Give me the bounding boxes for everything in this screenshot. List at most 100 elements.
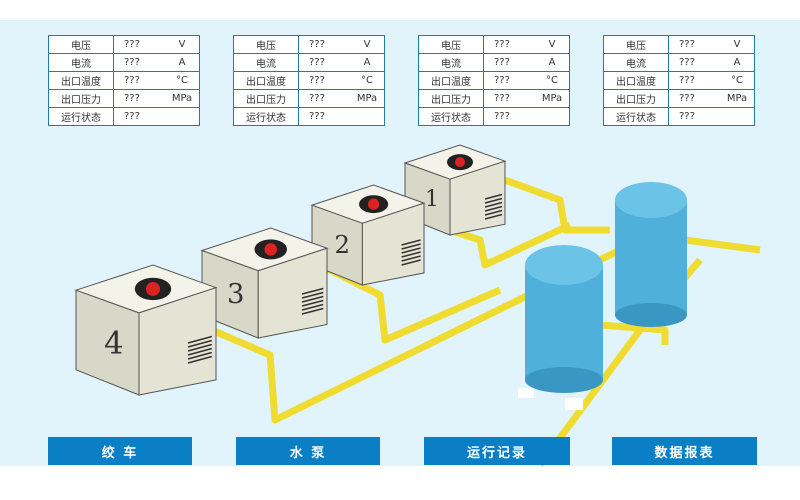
table-row: 出口温度??? °C [48,71,200,90]
compressor-1: 1 [403,144,507,236]
param-label: 出口温度 [233,71,299,90]
machine-2-status-table: 电压??? V 电流??? A 出口温度??? °C 出口压力??? MPa 运行状态??? [233,35,385,126]
param-unit: MPa [541,93,563,104]
param-value-cell: ??? [668,107,755,126]
table-row: 运行状态??? [603,107,755,126]
param-label: 出口压力 [418,89,484,108]
param-unit: °C [361,75,373,86]
compressor-3: 3 [200,227,329,339]
tank-2 [615,182,687,327]
param-label: 出口压力 [48,89,114,108]
table-row: 出口压力??? MPa [418,89,570,108]
param-label: 电流 [603,53,669,72]
param-value-cell: ???°C [483,71,570,90]
param-label: 运行状态 [418,107,484,126]
table-row: 出口压力??? MPa [233,89,385,108]
water-pump-button[interactable]: 水 泵 [236,437,380,465]
param-value: ??? [679,93,695,104]
param-value: ??? [309,93,325,104]
table-row: 出口温度???°C [418,71,570,90]
tank-1 [518,245,603,410]
machine-4-status-table: 电压??? V 电流??? A 出口温度??? °C 出口压力??? MPa 运行状态??? [603,35,755,126]
table-row: 运行状态??? [418,107,570,126]
table-row: 运行状态??? [48,107,200,126]
param-unit: °C [546,75,558,86]
table-row: 电流??? A [603,53,755,72]
param-label: 出口温度 [603,71,669,90]
param-label: 电压 [48,35,114,54]
param-unit: °C [176,75,188,86]
param-unit: V [363,39,371,50]
param-label: 运行状态 [233,107,299,126]
param-unit: V [733,39,741,50]
param-unit: A [548,57,556,68]
machine-number: 1 [425,187,439,212]
table-row: 出口压力??? MPa [48,89,200,108]
param-label: 电流 [48,53,114,72]
param-value: ??? [494,39,510,50]
table-row: 电流???A [48,53,200,72]
param-unit: °C [731,75,743,86]
param-value: ??? [309,111,325,122]
param-label: 出口温度 [418,71,484,90]
param-label: 出口压力 [233,89,299,108]
param-value-cell: ??? A [668,53,755,72]
param-value-cell: ??? MPa [668,89,755,108]
param-value: ??? [124,75,140,86]
param-value: ??? [124,39,140,50]
param-label: 电压 [233,35,299,54]
data-report-button[interactable]: 数据报表 [612,437,757,465]
compressor-2: 2 [310,184,426,286]
winch-button[interactable]: 绞 车 [48,437,192,465]
table-row: 出口温度??? °C [233,71,385,90]
param-value: ??? [309,75,325,86]
param-label: 出口温度 [48,71,114,90]
param-value-cell: ??? [483,107,570,126]
param-value: ??? [309,57,325,68]
param-value-cell: ??? V [668,35,755,54]
param-label: 出口压力 [603,89,669,108]
param-unit: MPa [356,93,378,104]
param-value: ??? [124,93,140,104]
param-value: ??? [679,57,695,68]
param-unit: MPa [171,93,193,104]
param-label: 运行状态 [48,107,114,126]
param-value: ??? [494,57,510,68]
param-value-cell: ??? [113,107,200,126]
param-value: ??? [309,39,325,50]
param-label: 电压 [603,35,669,54]
param-value: ??? [494,93,510,104]
table-row: 运行状态??? [233,107,385,126]
param-unit: V [548,39,556,50]
compressor-4: 4 [74,264,218,396]
param-label: 运行状态 [603,107,669,126]
param-value: ??? [494,111,510,122]
param-value-cell: ??? °C [668,71,755,90]
param-unit: V [178,39,186,50]
param-value-cell: ??? °C [298,71,385,90]
vent-grille [301,287,324,315]
param-label: 电流 [233,53,299,72]
param-value: ??? [124,111,140,122]
param-value-cell: ??? V [298,35,385,54]
param-unit: A [733,57,741,68]
run-log-button[interactable]: 运行记录 [424,437,570,465]
param-value-cell: ??? MPa [298,89,385,108]
table-row: 出口温度??? °C [603,71,755,90]
machine-number: 2 [334,230,350,259]
param-unit: MPa [726,93,748,104]
param-value: ??? [679,75,695,86]
table-row: 电流???A [418,53,570,72]
param-value-cell: ??? V [113,35,200,54]
table-row: 电流??? A [233,53,385,72]
param-value: ??? [679,111,695,122]
table-row: 出口压力??? MPa [603,89,755,108]
param-unit: A [178,57,186,68]
table-row: 电压??? V [603,35,755,54]
param-value-cell: ??? V [483,35,570,54]
param-unit: A [363,57,371,68]
vent-grille [401,239,421,266]
param-value: ??? [679,39,695,50]
